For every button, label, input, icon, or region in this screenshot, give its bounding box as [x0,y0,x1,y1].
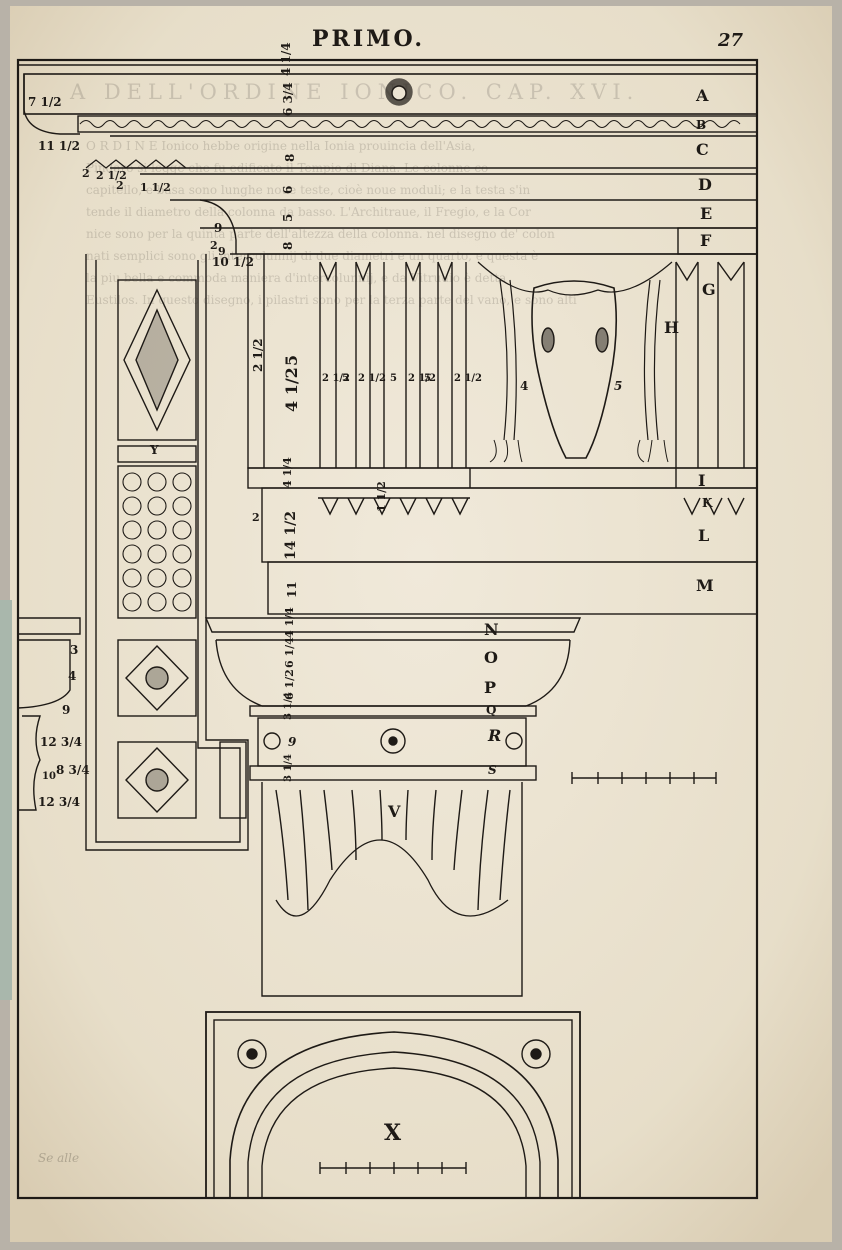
measure-architrave: 2 [252,511,260,524]
small-capital-profile [17,617,81,811]
measure-left-cornice: 11 1/2 [38,139,80,153]
measure-frieze-between: 2 1/2 [454,373,483,384]
measure-frieze: 5 [282,354,301,366]
measure-small-capital: 12 3/4 [38,795,80,809]
measure-architrave: 4 1/4 [281,457,294,488]
label-y: Y [150,443,159,457]
label-r: R [488,726,502,745]
measure-architrave: 11 [285,581,299,598]
measure-cornice-vertical: 6 [281,185,295,194]
label-q: Q [486,703,497,717]
label-n: N [484,620,499,639]
measure-capital: 6 1/4 [283,637,296,668]
measure-frieze: 2 1/2 [251,338,265,372]
paper-page [10,6,832,1242]
measure-skull-frieze: 4 [520,379,529,393]
measure-small-capital: 9 [62,703,71,717]
measure-cornice-vertical: 9 [218,245,226,258]
measure-small-capital: 4 [68,669,77,683]
capital-elevation [204,617,582,997]
faint-chapter-heading: A DELL'ORDINE IONICO. CAP. XVI. [70,80,640,104]
measure-capital: 3 1/4 [283,691,294,720]
label-d: D [698,175,712,194]
faint-footer: Se alle [38,1151,80,1165]
measure-skull-frieze: 5 [614,379,623,393]
label-h: H [664,318,680,337]
label-f: F [700,231,712,250]
faint-body-line: capitello, e basa sono lunghe noue teste… [86,183,531,197]
measure-frieze-between: 5 [390,373,397,384]
measure-capital: 9 [288,735,297,749]
faint-body-line: nice sono per la quinta parte dell'altez… [86,227,555,241]
label-a: A [696,86,709,105]
measure-frieze-between: 2 1/2 [358,373,387,384]
measure-frieze: 4 1/2 [282,367,301,412]
measure-small-capital: 8 3/4 [56,763,90,777]
faint-body-line: O R D I N E Ionico hebbe origine nella I… [86,139,476,153]
measure-left-cornice: 2 [116,179,124,192]
measure-small-capital: 10 [42,771,56,782]
scale-bar-arch [319,1162,467,1174]
measure-cornice-vertical: 8 [283,153,297,162]
measure-left-cornice: 7 1/2 [28,95,62,109]
measure-cornice-vertical: 8 [281,241,295,250]
label-c: C [696,140,709,159]
faint-body-line: tende il diametro della colonna da basso… [86,205,531,219]
lion-head-ornament [385,78,413,106]
label-p: P [484,678,497,697]
measure-architrave: 1 1/2 [375,481,388,512]
architrave-bands [247,467,758,615]
faint-body-line: nati semplici sono gli intercolunnij di … [86,249,539,263]
measure-cornice-vertical: 9 [214,221,223,235]
pilaster-roundels [122,472,192,612]
label-o: O [484,648,498,667]
measure-left-cornice: 1 1/2 [140,181,171,194]
measure-left-cornice: 2 [82,167,90,180]
label-m: M [696,576,714,595]
faint-body-line: Pindaro si legge che fu edificato il Tem… [86,161,489,175]
pilaster-elevation [85,254,249,851]
page-edge-left [0,600,12,1000]
running-head: PRIMO. [312,26,426,52]
label-v: V [388,802,401,821]
measure-cornice-vertical: 5 [281,213,295,222]
label-l: L [698,526,710,545]
base-arch-panel [205,1011,581,1199]
label-g: G [702,280,716,299]
measure-cornice-vertical: 4 1/4 [279,42,293,76]
bucranium-ornament [477,261,673,463]
measure-cornice-vertical: 10 1/2 [212,255,254,269]
measure-capital: 3 1/4 [283,753,294,782]
label-s: S [488,763,497,777]
label-k: K [702,496,713,510]
measure-frieze-between: 2 1/2 [322,373,351,384]
label-e: E [700,204,713,223]
label-b: B [696,118,707,132]
label-x: X [384,1120,402,1146]
measure-frieze-between: 2 1/2 [408,373,437,384]
measure-left-cornice: 2 [210,239,218,252]
measure-capital: 4 1/4 [283,607,296,638]
measure-cornice-vertical: 6 3/4 [281,82,295,116]
label-i: I [698,471,706,490]
entablature-bands [23,73,758,255]
faint-body-line: la piu bella e commoda maniera d'interco… [86,271,507,285]
measure-small-capital: 12 3/4 [40,735,82,749]
scale-bar-right [571,772,717,784]
measure-left-cornice: 2 1/2 [96,169,127,182]
measure-frieze-between: 5 [342,373,349,384]
measure-small-capital: 3 [70,643,79,657]
page-number: 27 [718,30,744,51]
faint-body-line: Eustilos. In questo disegno, i pilastri … [86,293,577,307]
measure-architrave: 14 1/2 [283,511,299,560]
measure-frieze-between: 5 [424,373,431,384]
